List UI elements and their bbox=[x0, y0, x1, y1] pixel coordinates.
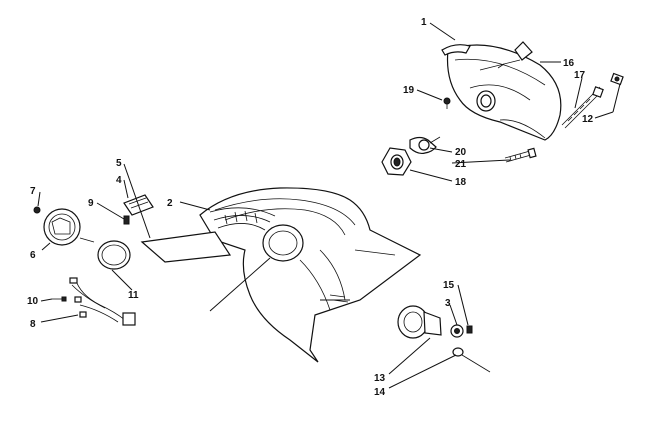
callout-8: 8 bbox=[30, 319, 36, 330]
screw-19 bbox=[443, 97, 451, 109]
callout-labels: 1 2 3 4 5 6 7 8 9 10 11 12 13 14 15 16 1… bbox=[27, 17, 594, 398]
callout-12: 12 bbox=[582, 114, 594, 125]
headlight-housing bbox=[441, 41, 562, 141]
lamp-13 bbox=[397, 305, 442, 339]
grommet-3 bbox=[450, 324, 464, 338]
callout-14: 14 bbox=[374, 387, 386, 398]
bulb-20 bbox=[409, 136, 441, 155]
callout-1: 1 bbox=[421, 17, 427, 28]
callout-3: 3 bbox=[445, 298, 451, 309]
callout-7: 7 bbox=[30, 186, 36, 197]
callout-11: 11 bbox=[128, 290, 139, 301]
callout-13: 13 bbox=[374, 373, 386, 384]
callout-2: 2 bbox=[167, 198, 173, 209]
callout-17: 17 bbox=[574, 70, 586, 81]
harness-8 bbox=[69, 277, 136, 326]
bulb-socket bbox=[476, 90, 496, 112]
decal-5 bbox=[140, 231, 232, 263]
callout-18: 18 bbox=[455, 177, 467, 188]
callout-9: 9 bbox=[88, 198, 94, 209]
screw-15 bbox=[466, 325, 473, 334]
ring-11 bbox=[97, 240, 131, 270]
bulb-14 bbox=[452, 347, 491, 373]
nut-18 bbox=[381, 147, 412, 176]
connector-10 bbox=[52, 296, 67, 302]
callout-20: 20 bbox=[455, 147, 467, 158]
callout-4: 4 bbox=[116, 175, 122, 186]
leader-lines bbox=[37, 22, 621, 389]
callout-21: 21 bbox=[455, 159, 467, 170]
screw-9 bbox=[123, 215, 130, 225]
callout-6: 6 bbox=[30, 250, 36, 261]
callout-15: 15 bbox=[443, 280, 455, 291]
hood-panel bbox=[199, 187, 422, 363]
screw-7 bbox=[33, 206, 41, 214]
callout-16: 16 bbox=[563, 58, 575, 69]
gauge-6 bbox=[43, 208, 95, 246]
callout-5: 5 bbox=[116, 158, 122, 169]
callout-10: 10 bbox=[27, 296, 39, 307]
callout-19: 19 bbox=[403, 85, 415, 96]
clip-12 bbox=[592, 72, 624, 98]
bolt-21 bbox=[504, 147, 537, 163]
